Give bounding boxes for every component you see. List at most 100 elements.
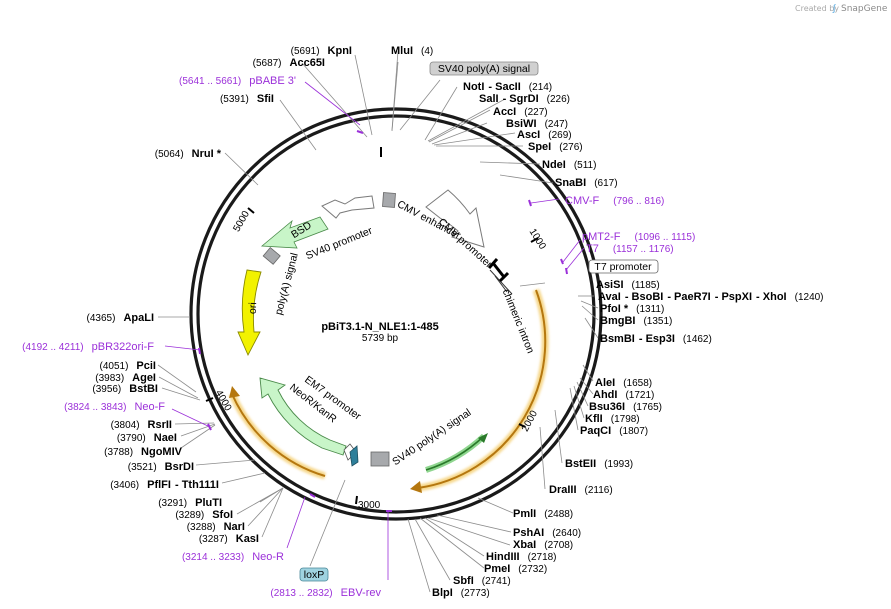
enzyme-name: Acc65I: [290, 57, 325, 69]
enzyme-name: PfoI *: [600, 303, 629, 315]
enzyme-name: KflI: [585, 413, 603, 425]
enzyme-label: BmgBI(1351): [600, 315, 672, 327]
enzyme-position: (1993): [604, 459, 633, 470]
snapgene-logo-icon: ∫: [832, 3, 837, 13]
t7-promoter-box: [588, 259, 659, 274]
enzyme-position: (5691): [291, 46, 320, 57]
enzyme-label: PmeI(2732): [484, 563, 547, 575]
enzyme-position: (1185): [632, 280, 660, 291]
enzyme-position: (3521): [128, 462, 157, 473]
enzyme-name: AsiSI: [596, 279, 624, 291]
sv40-promoter-arrow: [321, 195, 375, 219]
enzyme-name: BsiWI: [506, 118, 537, 130]
primer-range: (3824 .. 3843): [64, 402, 126, 413]
primer-labels: (5641 .. 5661) pBABE 3' CMV-F(796 .. 816) p…: [22, 75, 695, 599]
enzyme-position: (2708): [544, 540, 573, 551]
enzyme-label: SbfI(2741): [453, 575, 511, 587]
primer-name: pBABE 3': [249, 75, 296, 87]
primer-name: Neo-R: [252, 551, 284, 563]
enzyme-labels: MluI(4)(5691)KpnI(5687)Acc65I(5391)SfiI(…: [87, 45, 824, 599]
enzyme-label: AccI(227): [493, 106, 548, 118]
enzyme-label: AvaI- BsoBI- PaeR7I- PspXI- XhoI(1240): [598, 291, 824, 303]
bsd-gene-arrow: [260, 216, 329, 249]
tick-label-1000: 1000: [527, 227, 548, 252]
primer-name: CMV-F: [565, 195, 600, 207]
enzyme-label: Bsu36I(1765): [589, 401, 662, 413]
primer-range: (1157 .. 1176): [613, 244, 674, 255]
enzyme-label: (4365)ApaLI: [87, 312, 154, 324]
enzyme-name: - SgrDI: [503, 93, 539, 105]
enzyme-name: KpnI: [328, 45, 352, 57]
enzyme-label: DraIII(2116): [549, 484, 613, 496]
enzyme-name: BstEII: [565, 458, 596, 470]
enzyme-name: - SacII: [488, 81, 520, 93]
enzyme-position: (3289): [175, 510, 204, 521]
ori-arrow: [237, 269, 262, 357]
enzyme-label: BlpI(2773): [432, 587, 490, 599]
enzyme-position: (276): [559, 142, 582, 153]
primer-label: (3824 .. 3843)Neo-F: [64, 401, 165, 413]
primer-range: (4192 .. 4211): [22, 342, 84, 353]
enzyme-position: (1721): [625, 390, 654, 401]
enzyme-name: SfiI: [257, 93, 274, 105]
backbone-inner-strand: [196, 114, 596, 514]
enzyme-name: SfoI: [212, 509, 233, 521]
enzyme-position: (1240): [795, 292, 824, 303]
enzyme-position: (3804): [111, 420, 140, 431]
primer-range: (2813 .. 2832): [270, 588, 332, 599]
enzyme-name: NgoMIV: [141, 446, 183, 458]
enzyme-label: KflI(1798): [585, 413, 640, 425]
enzyme-label: (3521)BsrDI: [128, 461, 194, 473]
primer-label: CMV-F(796 .. 816): [565, 195, 664, 207]
primer-marks: [198, 130, 568, 512]
enzyme-label: PshAI (2640): [513, 527, 581, 539]
primer-range: (5641 .. 5661): [179, 76, 241, 87]
polya-left-label: poly(A) signal: [273, 252, 301, 317]
primer-label: (3214 .. 3233) Neo-R: [182, 551, 284, 563]
loxp-box: [299, 567, 329, 582]
enzyme-label: (3956)BstBI: [92, 383, 158, 395]
enzyme-position: (3291): [158, 498, 187, 509]
enzyme-name: NaeI: [154, 432, 177, 444]
enzyme-position: (269): [548, 130, 571, 141]
enzyme-name: - PspXI: [715, 291, 752, 303]
enzyme-name: NarI: [224, 521, 245, 533]
enzyme-name: BlpI: [432, 587, 453, 599]
enzyme-position: (2640): [552, 528, 581, 539]
enzyme-position: (1462): [683, 334, 712, 345]
enzyme-name: SpeI: [528, 141, 551, 153]
enzyme-label: BsmBI- Esp3I(1462): [600, 333, 712, 345]
primer-label: (4192 .. 4211)pBR322ori-F: [22, 341, 154, 353]
enzyme-label: (3288) NarI: [187, 521, 245, 533]
enzyme-name: HindIII: [486, 551, 520, 563]
enzyme-position: (2718): [528, 552, 557, 563]
enzyme-position: (4051): [100, 361, 129, 372]
t7-site-marker: [491, 262, 506, 278]
orf-arcs: [228, 288, 549, 493]
plasmid-name: pBiT3.1-N_NLE1:1-485: [321, 321, 438, 333]
enzyme-label: NdeI(511): [542, 159, 596, 171]
enzyme-name: SnaBI: [555, 177, 586, 189]
enzyme-name: PshAI: [513, 527, 544, 539]
enzyme-name: SbfI: [453, 575, 474, 587]
enzyme-name: PluTI: [195, 497, 222, 509]
enzyme-label: XbaI(2708): [513, 539, 573, 551]
primer-range: (3214 .. 3233): [182, 552, 244, 563]
enzyme-position: (1311): [636, 304, 664, 315]
enzyme-name: BmgBI: [600, 315, 635, 327]
enzyme-label: PmlI(2488): [513, 508, 573, 520]
enzyme-label: (3289) SfoI: [175, 509, 233, 521]
enzyme-name: PmeI: [484, 563, 510, 575]
enzyme-name: - Esp3I: [639, 333, 675, 345]
enzyme-position: (1658): [623, 378, 652, 389]
enzyme-position: (226): [547, 94, 570, 105]
enzyme-label: AleI (1658): [595, 377, 652, 389]
enzyme-name: AleI: [595, 377, 615, 389]
enzyme-position: (1765): [633, 402, 662, 413]
enzyme-name: PflFI: [147, 479, 171, 491]
enzyme-name: AgeI: [132, 372, 156, 384]
enzyme-position: (5687): [253, 58, 282, 69]
snapgene-brand-text: SnapGene: [841, 4, 888, 14]
enzyme-position: (3288): [187, 522, 216, 533]
